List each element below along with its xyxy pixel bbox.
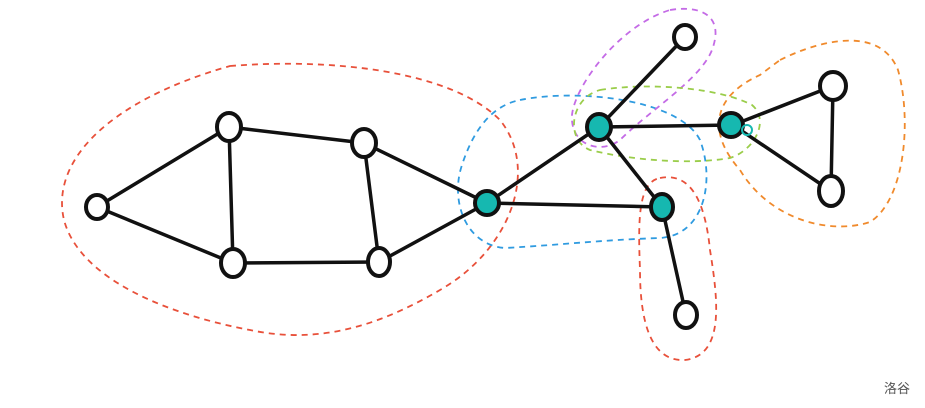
vertex xyxy=(817,174,845,208)
cut-vertex xyxy=(649,192,675,222)
hull-top-block xyxy=(571,7,717,148)
vertex xyxy=(818,70,848,102)
hull-bridge-block xyxy=(573,85,761,163)
vertex xyxy=(350,127,378,159)
vertex xyxy=(672,23,698,51)
vertex xyxy=(366,246,392,278)
cut-vertex xyxy=(585,112,613,142)
vertex xyxy=(84,193,110,221)
small-marker xyxy=(741,124,753,136)
vertex xyxy=(219,247,247,279)
watermark: 洛谷 xyxy=(884,382,911,397)
hull-center-block xyxy=(457,94,708,249)
hull-left-component xyxy=(61,62,519,336)
edges xyxy=(95,35,835,317)
cut-vertex xyxy=(717,111,745,139)
cut-vertex xyxy=(473,189,501,217)
nodes xyxy=(84,23,848,330)
vertex xyxy=(673,300,699,330)
hull-bottom-block xyxy=(638,176,718,361)
vertex xyxy=(215,111,243,143)
